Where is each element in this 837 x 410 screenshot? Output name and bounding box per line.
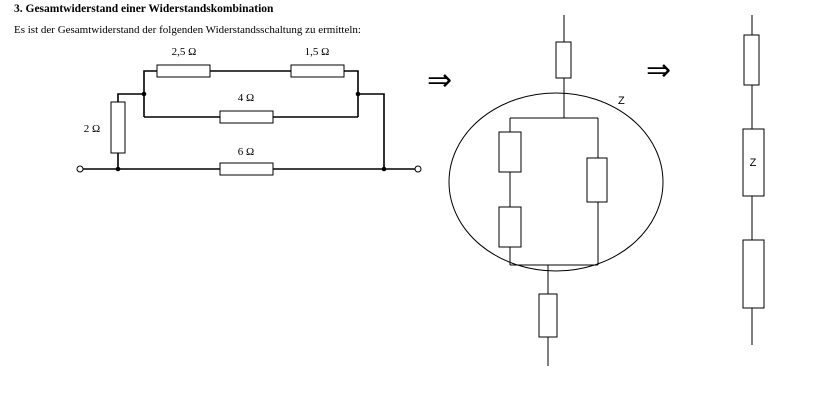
label-1-5-ohm: 1,5 Ω [305, 46, 330, 58]
original-circuit: 2,5 Ω 1,5 Ω 4 Ω 2 Ω 6 Ω [76, 46, 422, 176]
implies-arrow-1: ⇒ [427, 63, 452, 98]
label-4-ohm: 4 Ω [238, 92, 254, 104]
resistor-4-ohm [219, 110, 274, 124]
final-resistor-bottom [742, 239, 765, 309]
task-intro: Es ist der Gesamtwiderstand der folgende… [14, 24, 361, 36]
label-2-5-ohm: 2,5 Ω [172, 46, 197, 58]
intermediate-circuit: Z [448, 15, 664, 366]
top-wire-right [344, 70, 359, 117]
resistor-series-top [555, 41, 572, 79]
resistor-2-5-ohm [156, 64, 211, 78]
resistor-2-ohm [110, 101, 126, 154]
terminal-right [414, 165, 422, 173]
resistor-1-5-ohm [290, 64, 345, 78]
resistor-left-branch-bottom [498, 206, 522, 248]
top-wire-left [143, 70, 157, 117]
final-resistor-top [743, 34, 760, 86]
implies-arrow-2: ⇒ [646, 53, 671, 88]
resistor-series-bottom [538, 293, 558, 338]
left-wire-upper [117, 93, 144, 102]
resistor-right-branch [586, 157, 608, 203]
label-2-ohm: 2 Ω [84, 123, 100, 135]
right-wire [358, 93, 385, 169]
resistor-6-ohm [219, 162, 274, 176]
final-circuit: Z [742, 15, 765, 345]
terminal-left [76, 165, 84, 173]
z-circle [448, 92, 664, 272]
label-6-ohm: 6 Ω [238, 146, 254, 158]
final-z-box [742, 128, 765, 197]
resistor-left-branch-top [498, 131, 522, 173]
z-label-box: Z [750, 157, 757, 169]
z-label-circle: Z [618, 95, 625, 107]
page-heading: 3. Gesamtwiderstand einer Widerstandskom… [14, 3, 274, 15]
